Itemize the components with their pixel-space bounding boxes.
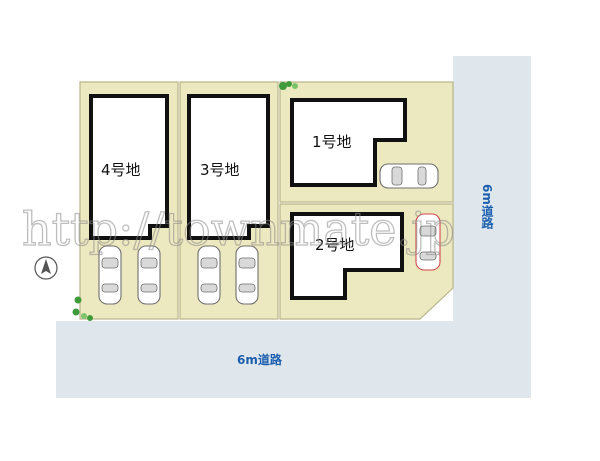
lot-4-label: 4号地 — [101, 161, 141, 179]
east-road — [56, 56, 531, 398]
house-lot-2 — [290, 212, 404, 300]
watermark-text: http://townmate.jp — [22, 202, 455, 256]
lot-1-label: 1号地 — [312, 133, 352, 151]
house-lot-4 — [89, 94, 169, 240]
east-road-label: 6m道路 — [480, 184, 494, 229]
car-icon — [98, 245, 122, 305]
lot-2-label: 2号地 — [315, 236, 355, 254]
house-lot-3 — [187, 94, 270, 240]
lot-3-label: 3号地 — [200, 161, 240, 179]
car-icon — [379, 163, 439, 189]
car-icon — [415, 213, 441, 271]
car-icon — [197, 245, 221, 305]
car-icon — [137, 245, 161, 305]
tree-icon — [72, 81, 298, 321]
north-arrow-icon — [34, 256, 58, 280]
south-road-label: 6m道路 — [237, 352, 283, 367]
car-icon — [235, 245, 259, 305]
house-lot-1 — [290, 98, 407, 187]
